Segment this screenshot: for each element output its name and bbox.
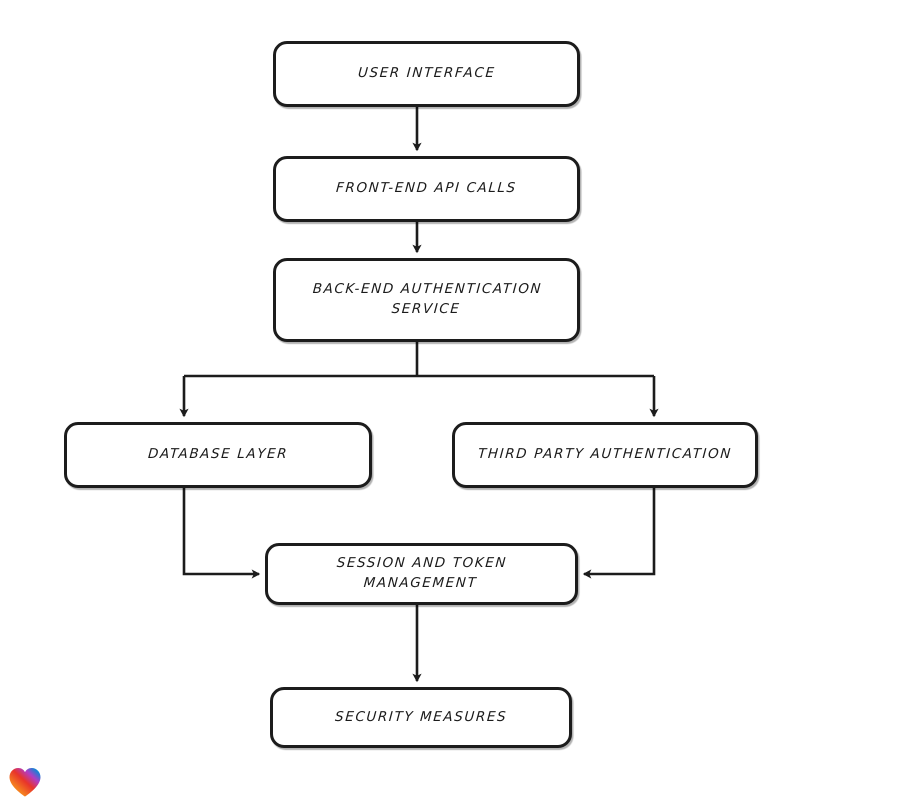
node-backend-authentication-service-label: Back-End Authentication Service bbox=[311, 281, 543, 317]
edge-database-to-session bbox=[182, 488, 261, 579]
node-backend-authentication-service[interactable]: Back-End Authentication Service bbox=[273, 258, 580, 342]
node-security-measures-label: Security Measures bbox=[334, 708, 508, 725]
node-third-party-authentication[interactable]: Third Party Authentication bbox=[452, 422, 758, 488]
node-frontend-api-calls[interactable]: Front-End API Calls bbox=[273, 156, 580, 222]
node-security-measures[interactable]: Security Measures bbox=[270, 687, 572, 748]
node-session-and-token-management-label: Session and Token Management bbox=[336, 555, 508, 591]
node-session-and-token-management[interactable]: Session and Token Management bbox=[265, 543, 578, 605]
edge-thirdparty-to-session bbox=[582, 488, 656, 579]
node-third-party-authentication-label: Third Party Authentication bbox=[477, 446, 733, 463]
node-database-layer[interactable]: Database Layer bbox=[64, 422, 372, 488]
node-user-interface-label: User Interface bbox=[357, 65, 496, 82]
heart-icon bbox=[9, 768, 41, 797]
node-frontend-api-calls-label: Front-End API Calls bbox=[335, 180, 518, 197]
node-user-interface[interactable]: User Interface bbox=[273, 41, 580, 107]
node-database-layer-label: Database Layer bbox=[147, 446, 289, 463]
